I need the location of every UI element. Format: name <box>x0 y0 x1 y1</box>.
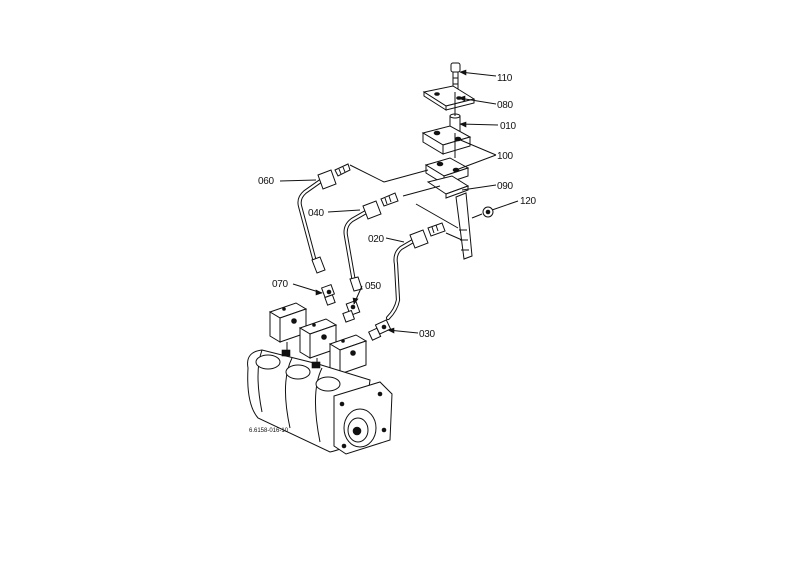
pipe-020 <box>385 222 446 321</box>
bolt-120 <box>471 206 494 219</box>
callout-010: 010 <box>500 121 517 132</box>
callout-labels: 110 080 010 100 090 120 060 040 020 070 … <box>249 73 537 434</box>
callout-100: 100 <box>497 151 514 162</box>
callout-020: 020 <box>368 234 385 245</box>
fitting-030 <box>368 319 392 341</box>
callout-030: 030 <box>419 329 436 340</box>
pipe-060 <box>297 163 351 274</box>
plate-080 <box>422 85 476 111</box>
valve-block-3 <box>328 334 368 384</box>
assembly-guides <box>349 92 463 241</box>
fitting-070 <box>320 283 336 306</box>
bracket-090 <box>426 175 473 260</box>
callout-060: 060 <box>258 176 275 187</box>
callout-070: 070 <box>272 279 289 290</box>
callout-050: 050 <box>365 281 382 292</box>
leader-lines <box>279 69 519 334</box>
callout-040: 040 <box>308 208 325 219</box>
callout-110: 110 <box>497 73 513 84</box>
fitting-050 <box>342 300 361 323</box>
callout-090: 090 <box>497 181 514 192</box>
clamp-upper-100 <box>421 125 472 155</box>
callout-120: 120 <box>520 196 537 207</box>
pump-flange <box>333 381 393 455</box>
drawing-reference-code: 6.6158-016-10 <box>249 428 289 434</box>
callout-080: 080 <box>497 100 514 111</box>
pipe-040 <box>343 192 399 292</box>
